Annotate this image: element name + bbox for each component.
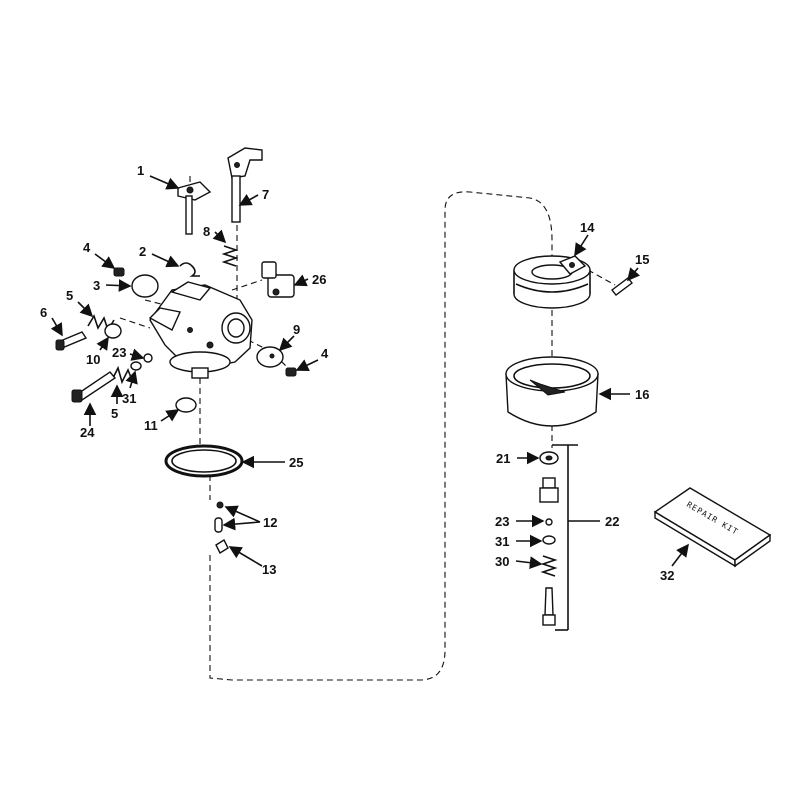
callout-21: 21 [496,451,510,466]
callout-3: 3 [93,278,100,293]
bowl-needle-part [542,587,556,626]
spring-part-5-lower [111,365,133,385]
leader-arrows [50,175,689,570]
o-ring-part-10 [104,323,122,339]
callout-9: 9 [293,322,300,337]
choke-plate-part [256,346,284,368]
throttle-plate-part [131,274,159,298]
callout-31-left: 31 [122,391,136,406]
callout-14: 14 [580,220,595,235]
callout-10: 10 [86,352,100,367]
float-pin-part [611,277,633,296]
callout-25: 25 [289,455,303,470]
callout-11: 11 [144,418,158,433]
screw-part-4-bottom [285,367,297,377]
clip-part-13 [215,538,229,555]
callout-24: 24 [80,425,95,440]
callout-1: 1 [137,163,144,178]
callout-6: 6 [40,305,47,320]
o-ring-part-11 [175,397,197,413]
o-ring-part-31-left [130,361,142,371]
spring-part-30 [540,555,558,577]
callout-30: 30 [495,554,509,569]
carburetor-body [148,281,253,379]
callout-4-top: 4 [83,240,91,255]
callout-31-right: 31 [495,534,509,549]
bowl-nut-part [539,444,578,631]
callout-15: 15 [635,252,649,267]
callout-22: 22 [605,514,619,529]
callout-26: 26 [312,272,326,287]
o-ring-part-31-right [542,535,556,545]
choke-shaft-part [227,147,263,223]
dashed-assembly-lines [119,172,616,681]
repair-kit-part [653,487,772,568]
callout-13: 13 [262,562,276,577]
pin-parts-12 [214,501,224,533]
callout-2: 2 [139,244,146,259]
fuel-fitting-part [261,261,295,298]
callout-7: 7 [262,187,269,202]
callout-23-right: 23 [495,514,509,529]
idle-screw-part [55,331,88,351]
callout-5-top: 5 [66,288,73,303]
throttle-shaft-part [177,181,212,235]
bowl-gasket-part [164,444,244,478]
callout-5-bottom: 5 [111,406,118,421]
float-part [513,255,591,309]
callout-16: 16 [635,387,649,402]
float-bowl-part [505,356,599,427]
washer-part-23-right [545,518,553,526]
callout-4-bottom: 4 [321,346,329,361]
screw-part-4-top [113,267,125,277]
washer-part-21 [539,451,559,465]
callout-32: 32 [660,568,674,583]
callout-23-left: 23 [112,345,126,360]
spring-clip-part [179,262,200,277]
callout-12: 12 [263,515,277,530]
callout-8: 8 [203,224,210,239]
adjusting-needle-part [71,371,117,403]
washer-part-23-left [143,353,153,363]
spring-part-8 [221,245,239,267]
